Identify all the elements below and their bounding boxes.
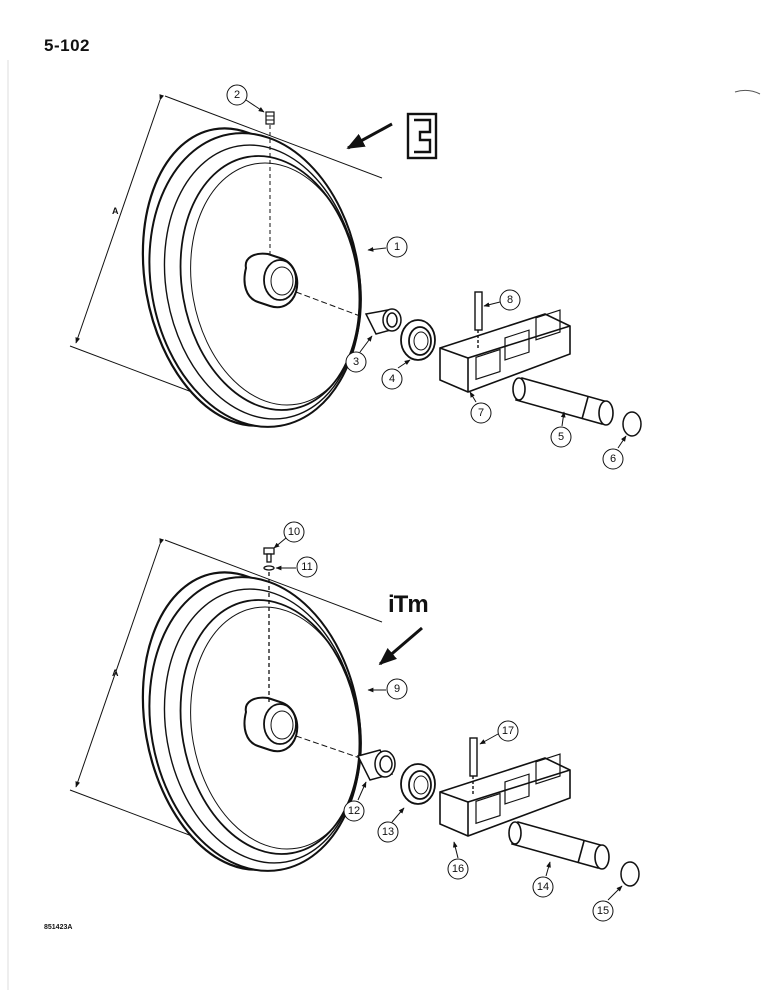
upper-centerline — [295, 291, 361, 317]
svg-text:4: 4 — [389, 373, 395, 385]
upper-seal — [400, 319, 436, 361]
lower-seal — [400, 763, 436, 805]
upper-bracket — [439, 309, 571, 393]
lower-bushing — [356, 749, 396, 781]
callout-14: 14 — [532, 861, 554, 898]
callout-11: 11 — [275, 556, 318, 578]
callout-16: 16 — [447, 841, 469, 880]
callout-15: 15 — [592, 885, 623, 922]
svg-text:9: 9 — [394, 683, 400, 695]
lower-washer — [263, 565, 275, 571]
lower-dimension-label: A — [112, 668, 119, 678]
svg-text:5: 5 — [558, 431, 564, 443]
lower-centerline — [295, 735, 361, 759]
upper-direction-arrow — [346, 122, 393, 150]
upper-idler-assembly: A — [69, 94, 642, 437]
upper-logo-symbol — [406, 112, 438, 160]
callout-6: 6 — [602, 435, 627, 470]
lower-callouts: 9 10 11 12 13 14 15 — [273, 521, 623, 922]
svg-text:3: 3 — [353, 356, 359, 368]
page-number: 5-102 — [44, 36, 90, 55]
callout-5: 5 — [550, 411, 572, 448]
page-edge-marks — [7, 60, 761, 990]
svg-text:1: 1 — [394, 241, 400, 253]
callout-17: 17 — [479, 720, 519, 745]
lower-direction-arrow — [378, 626, 423, 666]
callout-8: 8 — [483, 289, 521, 311]
lower-roll-pin — [469, 737, 478, 796]
upper-callouts: 1 2 3 4 5 6 7 — [226, 84, 627, 470]
svg-text:7: 7 — [478, 407, 484, 419]
lower-bracket — [439, 753, 571, 837]
svg-text:16: 16 — [452, 863, 464, 875]
lower-snap-ring — [620, 861, 640, 887]
svg-text:10: 10 — [288, 526, 300, 538]
drawing-reference-code: 851423A — [44, 924, 73, 931]
upper-roll-pin — [474, 291, 483, 350]
svg-text:15: 15 — [597, 905, 609, 917]
svg-text:8: 8 — [507, 294, 513, 306]
callout-12: 12 — [343, 781, 367, 822]
upper-idler-wheel — [141, 127, 362, 428]
callout-7: 7 — [469, 391, 492, 424]
lower-itm-logo: iTm — [388, 591, 429, 618]
svg-text:14: 14 — [537, 881, 549, 893]
lower-cap-screw — [263, 547, 275, 702]
upper-bushing — [364, 308, 402, 335]
lower-shaft — [508, 821, 610, 870]
callout-2: 2 — [226, 84, 265, 113]
svg-text:12: 12 — [348, 805, 360, 817]
upper-snap-ring — [622, 411, 642, 437]
lower-idler-assembly: A — [69, 538, 640, 887]
upper-dimension-label: A — [112, 206, 119, 216]
svg-text:6: 6 — [610, 453, 616, 465]
callout-4: 4 — [381, 359, 411, 390]
svg-text:11: 11 — [301, 561, 312, 573]
svg-text:iTm: iTm — [388, 591, 428, 618]
upper-set-screw — [265, 111, 275, 258]
svg-text:2: 2 — [234, 89, 240, 101]
svg-text:13: 13 — [382, 826, 394, 838]
lower-idler-wheel — [141, 571, 362, 872]
svg-text:17: 17 — [502, 725, 514, 737]
callout-10: 10 — [273, 521, 305, 549]
callout-1: 1 — [367, 236, 408, 258]
upper-shaft — [512, 377, 614, 426]
callout-3: 3 — [345, 335, 373, 373]
callout-9: 9 — [367, 678, 408, 700]
callout-13: 13 — [377, 807, 405, 843]
